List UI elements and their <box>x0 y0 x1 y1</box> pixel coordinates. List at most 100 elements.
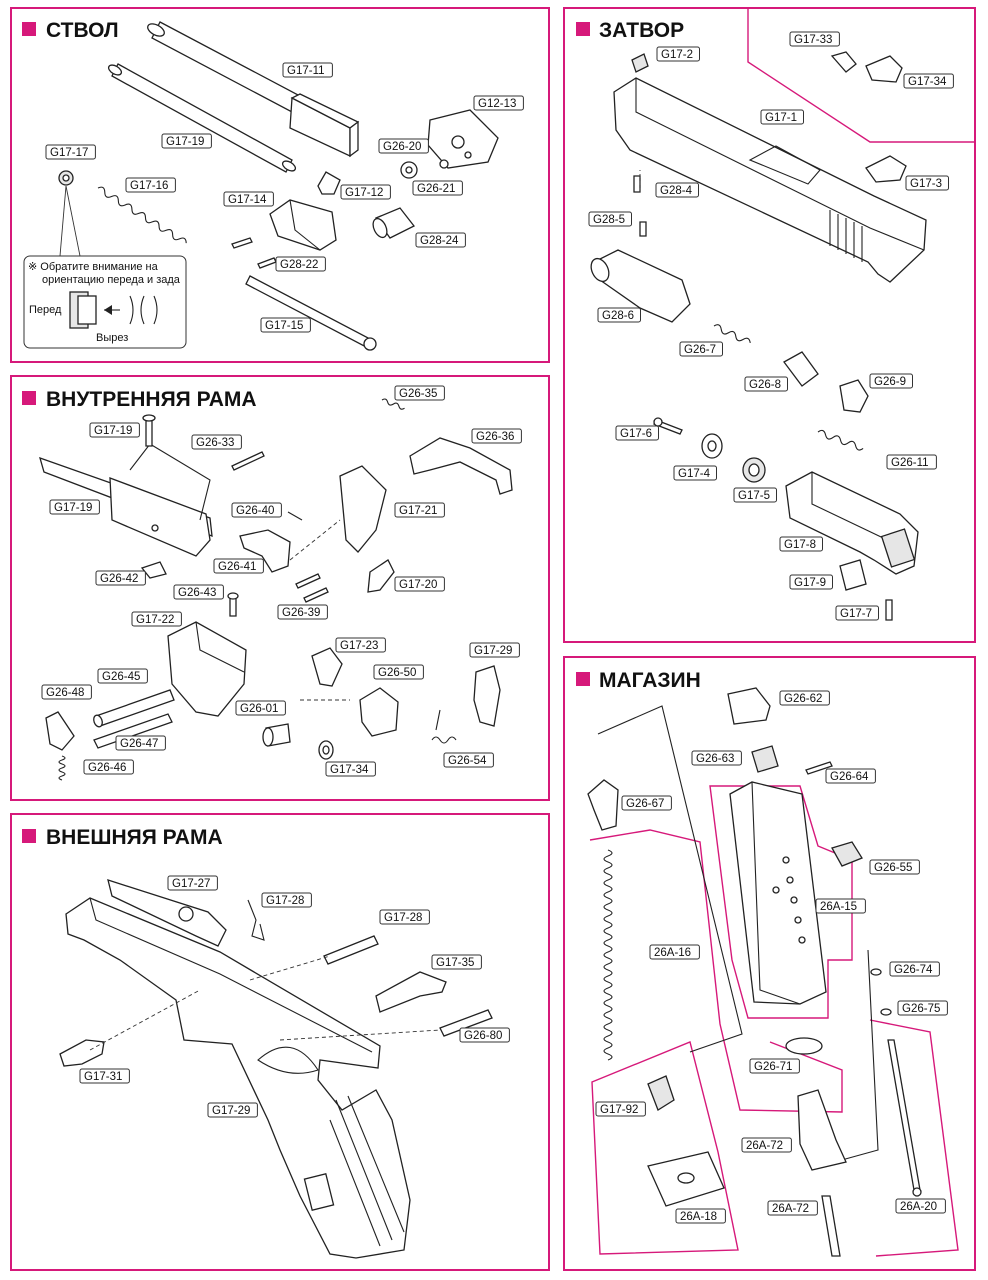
part-label: G17-22 <box>131 611 182 627</box>
part-label-text: G28-6 <box>602 310 634 322</box>
part-label-text: G26-74 <box>894 964 933 976</box>
magazine-parts-drawing <box>587 687 959 1257</box>
slide-section-frame <box>563 7 976 643</box>
part-label-text: G26-8 <box>749 379 781 391</box>
part-label: G28-22 <box>275 256 326 272</box>
part-label: G28-24 <box>415 232 466 248</box>
part-label-text: G17-29 <box>212 1105 250 1117</box>
part-label: G26-63 <box>691 750 742 766</box>
part-label-text: G17-12 <box>345 187 383 199</box>
part-label: G26-64 <box>825 768 876 784</box>
part-label: G26-75 <box>897 1000 948 1016</box>
part-label: G26-11 <box>886 454 937 470</box>
part-label-text: G26-41 <box>218 561 256 573</box>
part-label: G17-3 <box>905 175 949 191</box>
part-label-text: G26-21 <box>417 183 455 195</box>
part-label-text: G28-22 <box>280 259 318 271</box>
part-label-text: G17-21 <box>399 505 437 517</box>
part-label-text: G28-5 <box>593 214 625 226</box>
part-label-text: G17-1 <box>765 112 797 124</box>
inner-frame-section-header: ВНУТРЕННЯЯ РАМА <box>22 388 257 411</box>
part-label: G26-42 <box>95 570 146 586</box>
part-label: G28-4 <box>655 182 699 198</box>
part-label-text: G12-13 <box>478 98 516 110</box>
part-label-text: G26-80 <box>464 1030 502 1042</box>
part-label: G17-16 <box>125 177 176 193</box>
part-label-text: G17-17 <box>50 147 88 159</box>
part-label: G17-29 <box>207 1102 258 1118</box>
magazine-section-header: МАГАЗИН <box>576 669 701 692</box>
note-cutout-label: Вырез <box>96 332 128 344</box>
part-label-text: G17-2 <box>661 49 693 61</box>
part-label: G17-28 <box>261 892 312 908</box>
part-label-text: G17-7 <box>840 608 872 620</box>
part-label: G26-8 <box>744 376 788 392</box>
part-label: G26-50 <box>373 664 424 680</box>
part-label-text: G17-35 <box>436 957 474 969</box>
part-label: 26A-72 <box>741 1137 792 1153</box>
part-label-text: G26-36 <box>476 431 514 443</box>
part-label-text: 26A-20 <box>900 1201 937 1213</box>
part-label-text: G17-19 <box>166 136 204 148</box>
part-label-text: G26-54 <box>448 755 487 767</box>
part-label: G17-7 <box>835 605 879 621</box>
part-label: G17-5 <box>733 487 777 503</box>
part-label-text: G17-31 <box>84 1071 122 1083</box>
part-label-text: G26-64 <box>830 771 869 783</box>
part-label-text: G26-35 <box>399 388 437 400</box>
part-label: G17-1 <box>760 109 804 125</box>
part-label: G26-41 <box>213 558 264 574</box>
part-label: G26-39 <box>277 604 328 620</box>
part-label-text: G26-11 <box>891 457 929 469</box>
part-label: 26A-18 <box>675 1208 726 1224</box>
part-label-text: G26-48 <box>46 687 84 699</box>
part-label-text: G17-28 <box>384 912 422 924</box>
part-label: G17-19 <box>161 133 212 149</box>
part-label: G17-12 <box>340 184 391 200</box>
part-label-text: G26-20 <box>383 141 421 153</box>
slide-section-header: ЗАТВОР <box>576 19 684 42</box>
part-label-text: G17-19 <box>54 502 92 514</box>
part-label: G17-34 <box>903 73 954 89</box>
part-label: G17-31 <box>79 1068 130 1084</box>
part-label-text: G17-4 <box>678 468 711 480</box>
note-front-label: Перед <box>29 304 62 316</box>
part-label: G17-14 <box>223 191 274 207</box>
part-label-text: G26-42 <box>100 573 138 585</box>
part-label: G12-13 <box>473 95 524 111</box>
part-label: G26-33 <box>191 434 242 450</box>
part-label: G17-19 <box>89 422 140 438</box>
slide-subsection-divider <box>747 8 975 143</box>
part-label: G26-55 <box>869 859 920 875</box>
magazine-section-frame <box>563 656 976 1271</box>
part-label-text: G26-62 <box>784 693 822 705</box>
part-label-text: G26-63 <box>696 753 734 765</box>
part-label-text: G26-50 <box>378 667 416 679</box>
part-label: G26-20 <box>378 138 429 154</box>
part-label-text: G17-9 <box>794 577 826 589</box>
part-label-text: G26-47 <box>120 738 158 750</box>
part-label-text: G17-27 <box>172 878 210 890</box>
part-label: G26-74 <box>889 961 940 977</box>
part-label: G17-35 <box>431 954 482 970</box>
part-label: G17-19 <box>49 499 100 515</box>
note-line-1: ※ Обратите внимание на <box>28 261 159 273</box>
part-label: G26-01 <box>235 700 286 716</box>
part-label-text: 26A-15 <box>820 901 857 913</box>
part-label: G17-21 <box>394 502 445 518</box>
part-label-text: G26-43 <box>178 587 216 599</box>
part-label: 26A-16 <box>649 944 700 960</box>
part-label: G26-45 <box>97 668 148 684</box>
part-label: G17-11 <box>282 62 333 78</box>
part-label-text: G26-40 <box>236 505 274 517</box>
part-label-text: G17-3 <box>910 178 942 190</box>
part-label: G17-28 <box>379 909 430 925</box>
part-label: G17-23 <box>335 637 386 653</box>
part-label-text: G26-9 <box>874 376 906 388</box>
outer-frame-section-header: ВНЕШНЯЯ РАМА <box>22 826 223 849</box>
outer-frame-section-frame <box>10 813 550 1271</box>
part-label-text: G17-11 <box>287 65 325 77</box>
part-label: G28-5 <box>588 211 632 227</box>
part-label: G17-6 <box>615 425 659 441</box>
